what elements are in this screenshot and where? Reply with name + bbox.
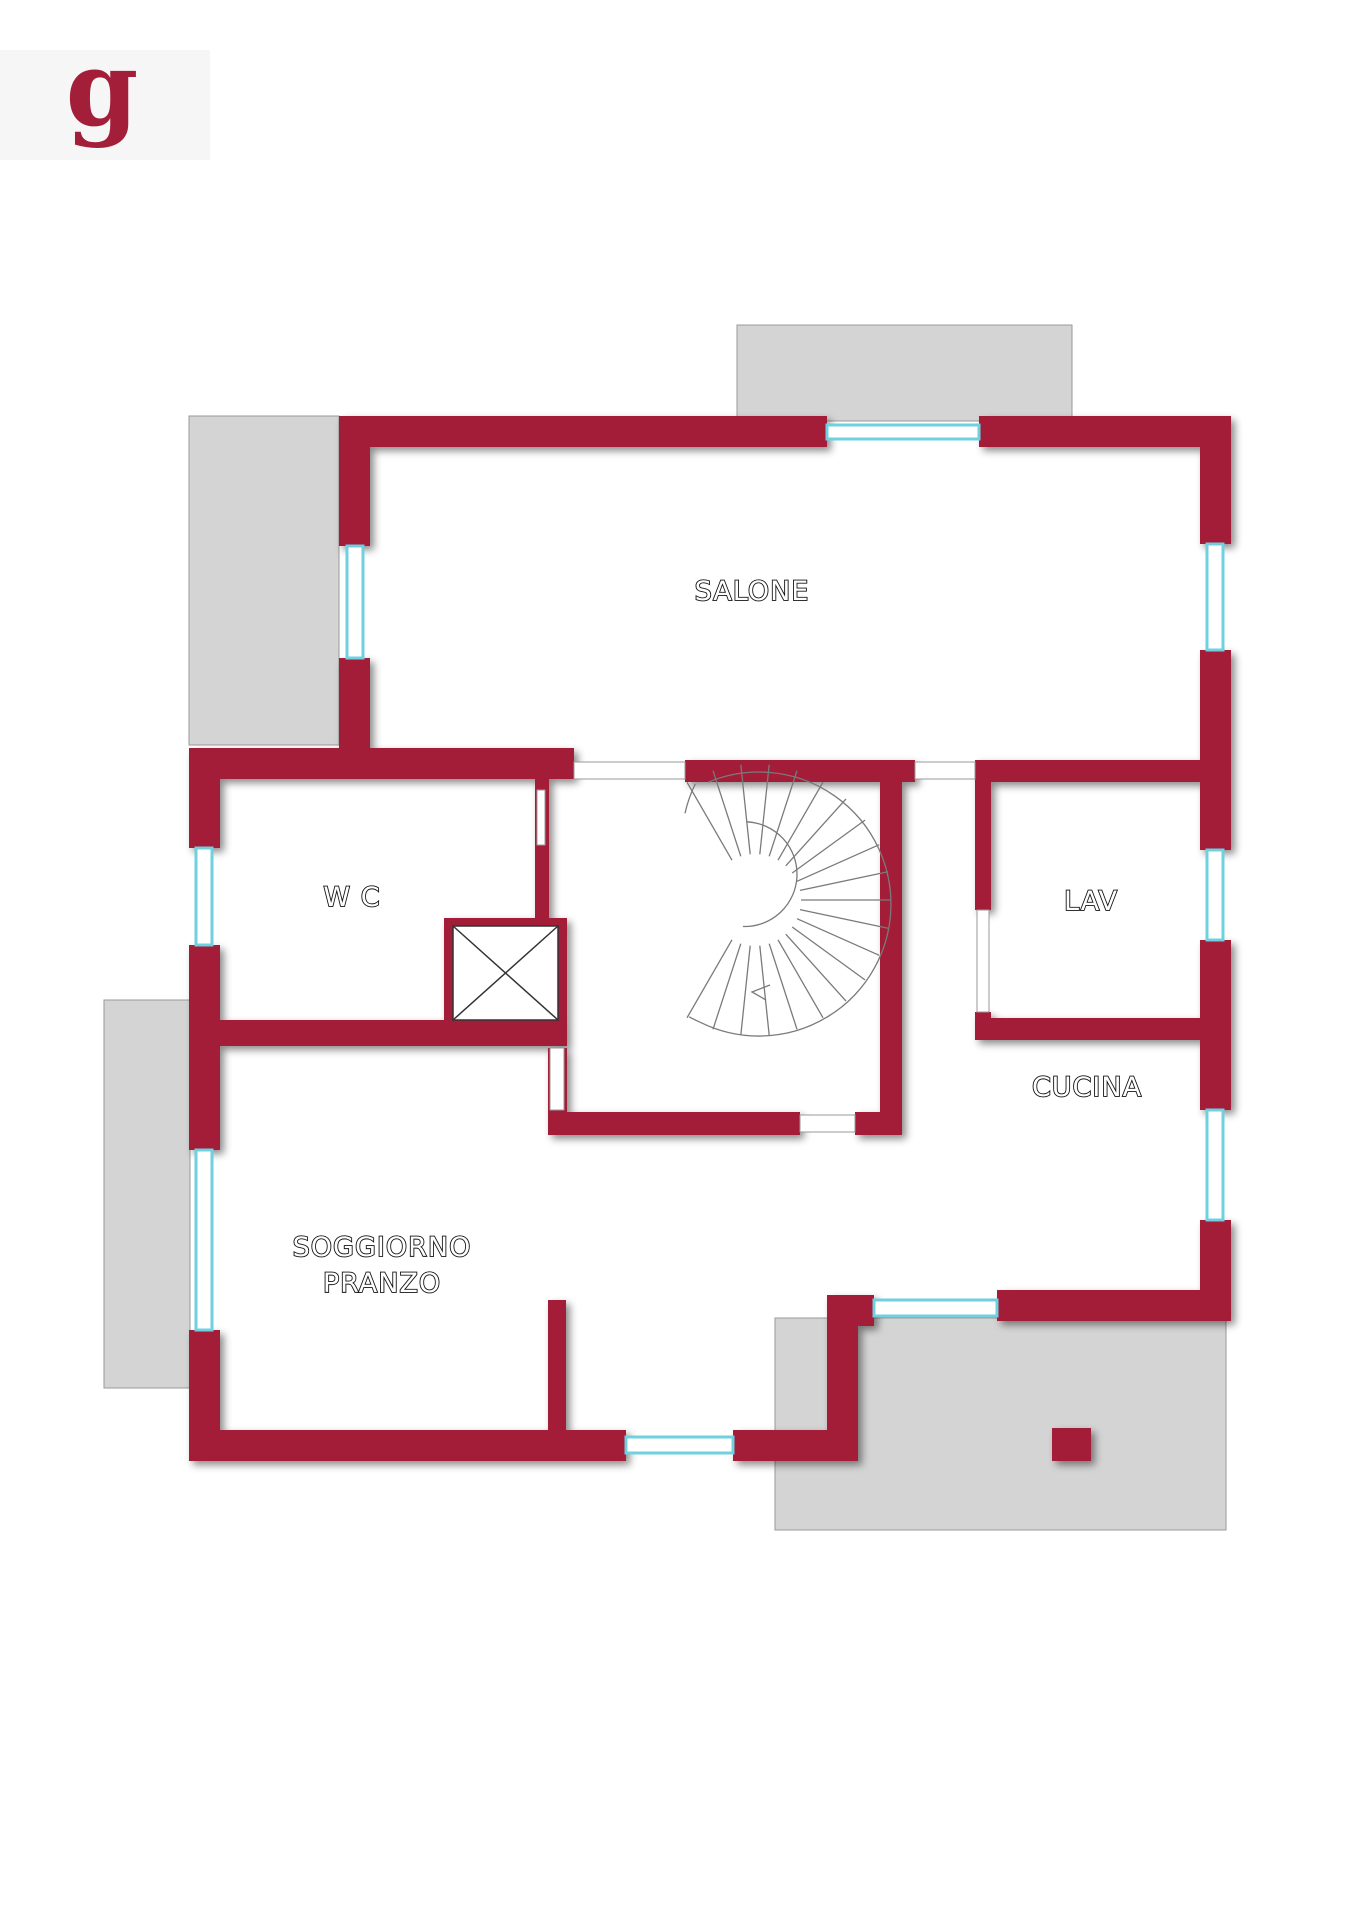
window [1205,542,1225,652]
window [345,544,365,660]
window [825,423,981,441]
room-label-cucina: CUCINA [1032,1072,1142,1103]
stair-step [740,764,751,855]
window [1205,1108,1225,1222]
wall [979,416,1231,447]
wall [975,1018,1231,1040]
window [624,1435,735,1455]
window [194,1148,214,1332]
stair-step [777,781,824,861]
door-opening [976,909,990,1013]
wall [189,748,574,779]
stair-step [740,945,751,1036]
stair-step [799,908,889,929]
stair-step [791,926,866,981]
wall [189,945,220,1150]
door-opening [549,1047,565,1111]
stair-step [785,798,847,867]
stair-step [785,933,847,1002]
stair-step [777,939,824,1019]
stair-step [768,943,798,1030]
stair-step [799,871,889,892]
stair-step [686,781,733,861]
spiral-staircase [684,764,892,1037]
room-label-pranzo: PRANZO [323,1268,441,1299]
stair-step [791,819,866,874]
wall [975,760,1231,782]
stair-step [759,945,770,1036]
logo: g [0,27,210,160]
door-opening [573,761,686,780]
wall [1200,416,1231,544]
wall [558,918,567,1046]
wall [444,918,565,926]
window [194,846,214,947]
stair-step [712,770,742,857]
wall [339,416,827,447]
door-opening [914,761,976,780]
wall [827,1295,874,1326]
room-label-soggiorno: SOGGIORNO [293,1232,472,1263]
wall [548,1300,566,1440]
wall [339,416,370,546]
wall [1200,650,1231,850]
logo-letter: g [66,27,139,150]
door-opening [799,1114,856,1133]
terrace-left-upper [188,415,340,746]
shaft [452,925,559,1021]
window [872,1298,999,1318]
wall [997,1290,1231,1321]
room-label-lav: LAV [1064,886,1118,917]
terrace-top [736,324,1073,422]
room-label-salone: SALONE [695,576,810,607]
wall [189,1020,567,1046]
wall [975,772,991,910]
wall [444,918,453,1028]
stair-step [759,764,770,855]
room-label-wc: W C [323,882,380,913]
window [1205,848,1225,942]
terrace-left-lower [103,999,191,1389]
wall [548,1112,800,1135]
wall [880,772,902,1135]
door-opening [536,789,546,846]
wall [189,748,220,848]
chimney [1052,1428,1091,1461]
stair-step [712,943,742,1030]
stair-step [686,939,733,1019]
stair-step [768,770,798,857]
walls [189,416,1231,1461]
stair-step [796,844,880,882]
stair-step [796,918,880,956]
